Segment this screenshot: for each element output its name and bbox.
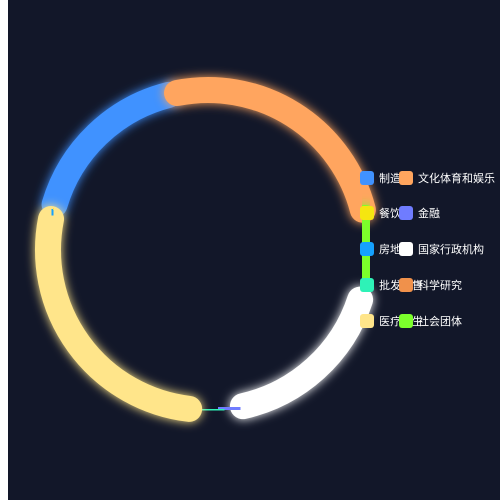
chart-canvas: 制造餐饮房地产批发零售医疗卫生文化体育和娱乐金融国家行政机构科学研究社会团体 <box>8 0 500 500</box>
legend-right-4-swatch[interactable] <box>399 278 413 292</box>
legend-left-1-label[interactable]: 制造 <box>379 171 401 185</box>
legend-right-3-swatch[interactable] <box>399 242 413 256</box>
donut-ring <box>35 77 381 423</box>
legend-right-2-label[interactable]: 金融 <box>418 206 440 220</box>
legend-left-1-swatch[interactable] <box>360 171 374 185</box>
legend-right-5-swatch[interactable] <box>399 314 413 328</box>
legend-left-4-swatch[interactable] <box>360 278 374 292</box>
legend-left-5-swatch[interactable] <box>360 314 374 328</box>
legend-right-1-swatch[interactable] <box>399 171 413 185</box>
legend-left-3-swatch[interactable] <box>360 242 374 256</box>
legend-right-3-label[interactable]: 国家行政机构 <box>418 242 484 256</box>
legend-right-2-swatch[interactable] <box>399 206 413 220</box>
slice-1[interactable] <box>41 81 182 218</box>
legend-right-4-label[interactable]: 科学研究 <box>418 278 462 292</box>
legend-right-1-label[interactable]: 文化体育和娱乐 <box>418 171 495 185</box>
slice-5[interactable] <box>229 286 374 420</box>
donut-chart: 制造餐饮房地产批发零售医疗卫生文化体育和娱乐金融国家行政机构科学研究社会团体 <box>35 77 495 423</box>
legend: 制造餐饮房地产批发零售医疗卫生文化体育和娱乐金融国家行政机构科学研究社会团体 <box>360 171 495 328</box>
legend-right-5-label[interactable]: 社会团体 <box>418 314 462 328</box>
legend-left-2-swatch[interactable] <box>360 206 374 220</box>
slice-8[interactable] <box>35 206 203 422</box>
slice-2[interactable] <box>164 77 376 223</box>
legend-left-2-label[interactable]: 餐饮 <box>379 206 401 220</box>
